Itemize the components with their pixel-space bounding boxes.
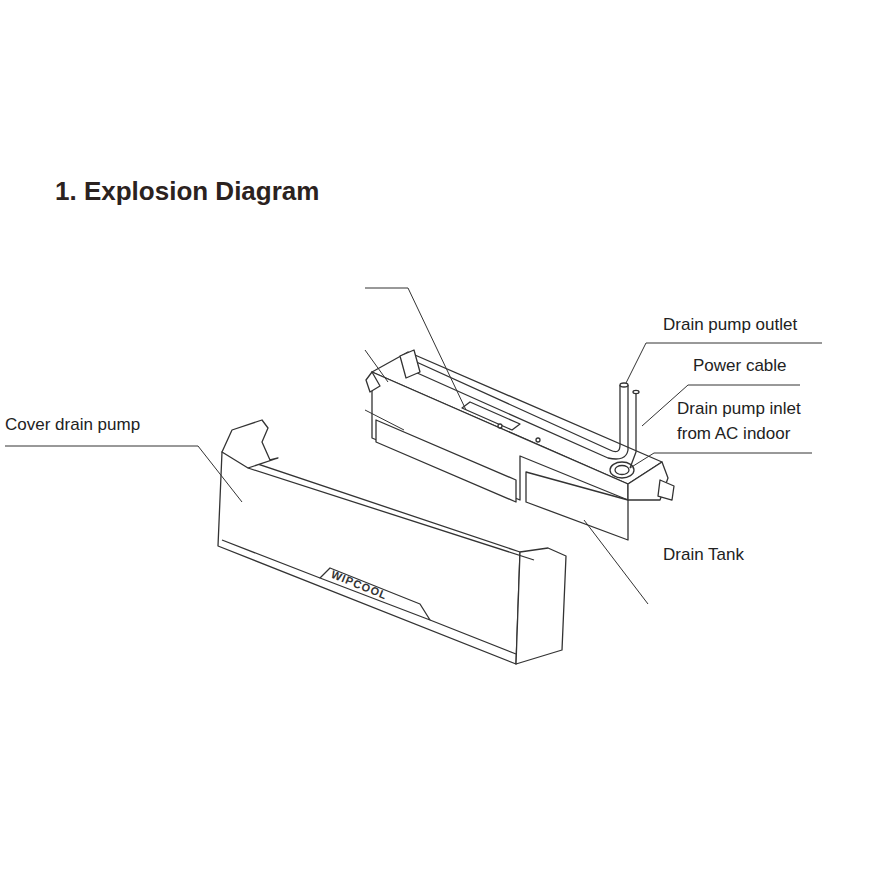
- outlet-pipe: [412, 360, 620, 452]
- inlet-hole: [610, 462, 634, 478]
- part-label: Cover drain pump: [5, 412, 140, 437]
- screw: [536, 438, 540, 442]
- cover-top-left: [222, 420, 278, 468]
- drain-tank: [526, 472, 628, 540]
- leader-line: [365, 410, 404, 430]
- power-cable: [630, 392, 636, 468]
- cover-end: [516, 548, 566, 664]
- body-left-clip: [366, 372, 380, 392]
- part-label: Drain pump inlet from AC indoor: [677, 396, 827, 446]
- outlet-pipe: [406, 368, 628, 459]
- leader-line: [626, 343, 822, 383]
- pipe-holder: [400, 350, 420, 378]
- leader-line: [365, 288, 466, 410]
- leader-line: [630, 453, 812, 468]
- leader-line: [584, 520, 648, 604]
- body-end-clip: [658, 480, 674, 500]
- part-label: Power cable: [693, 353, 787, 378]
- leader-line: [365, 350, 388, 382]
- cover-groove: [222, 540, 516, 654]
- pipe-end: [620, 383, 628, 387]
- cover-logo-plate: [320, 568, 430, 620]
- cable-end: [633, 390, 639, 393]
- leader-line: [5, 446, 242, 502]
- inlet-hole-inner: [615, 466, 629, 475]
- diagram-title: 1. Explosion Diagram: [55, 176, 319, 207]
- part-label: Drain Tank: [663, 542, 744, 567]
- body-lower-front: [376, 420, 516, 502]
- part-label: Drain pump outlet: [663, 312, 797, 337]
- screw: [498, 424, 502, 428]
